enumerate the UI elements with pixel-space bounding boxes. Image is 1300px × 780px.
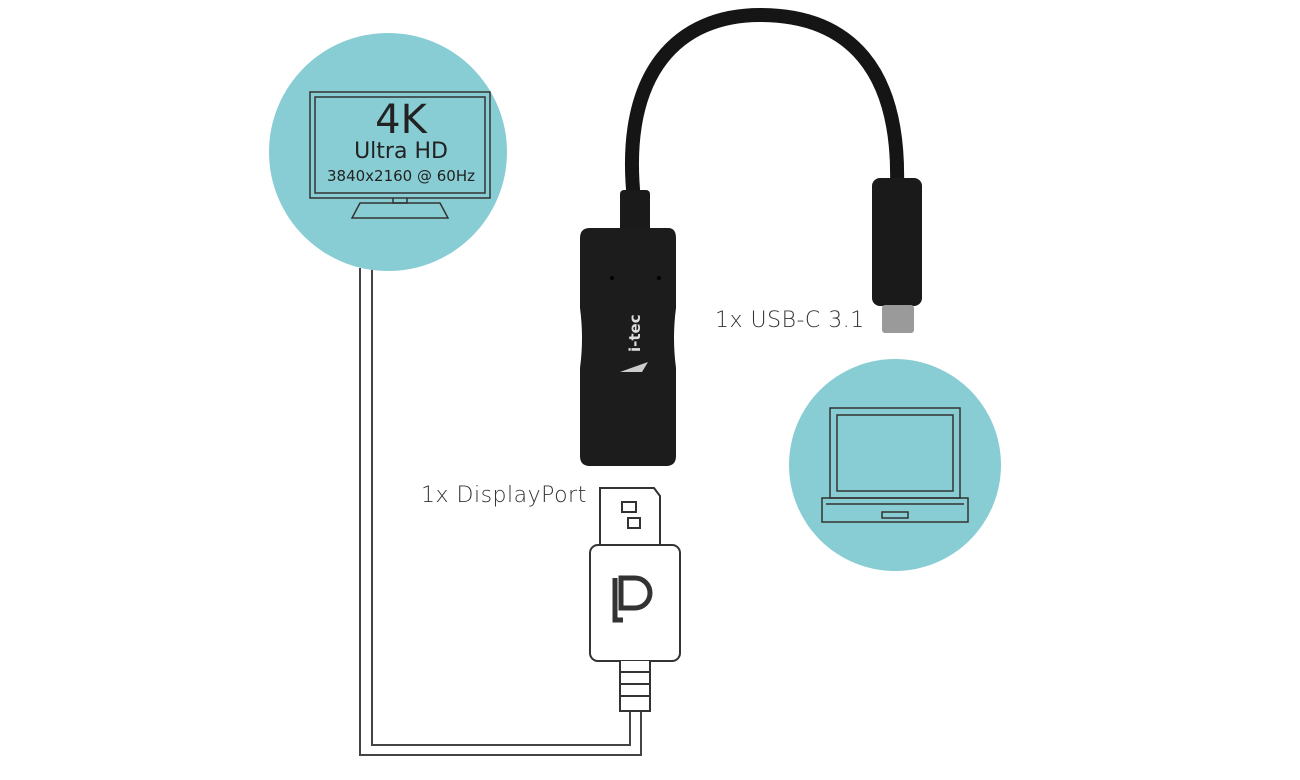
monitor-subtitle: Ultra HD: [354, 139, 448, 164]
usb-c-cable: [625, 7, 905, 201]
displayport-label: 1x DisplayPort: [421, 483, 587, 508]
usb-c-plug: [872, 178, 922, 333]
monitor-resolution: 3840x2160 @ 60Hz: [326, 167, 475, 185]
displayport-cable-inner: [371, 268, 631, 746]
monitor-title: 4K: [375, 97, 427, 143]
laptop-icon: [821, 407, 969, 523]
monitor-icon: [309, 91, 491, 219]
laptop-circle: [789, 359, 1001, 571]
adapter-body: i-tec: [580, 190, 676, 466]
displayport-logo-icon: [618, 575, 653, 611]
brand-arrow-icon: [620, 362, 648, 372]
displayport-plug: [589, 487, 681, 712]
adapter-brand-logo: i-tec: [626, 314, 644, 352]
usb-c-label: 1x USB-C 3.1: [715, 308, 865, 333]
displayport-cable: [359, 268, 642, 756]
